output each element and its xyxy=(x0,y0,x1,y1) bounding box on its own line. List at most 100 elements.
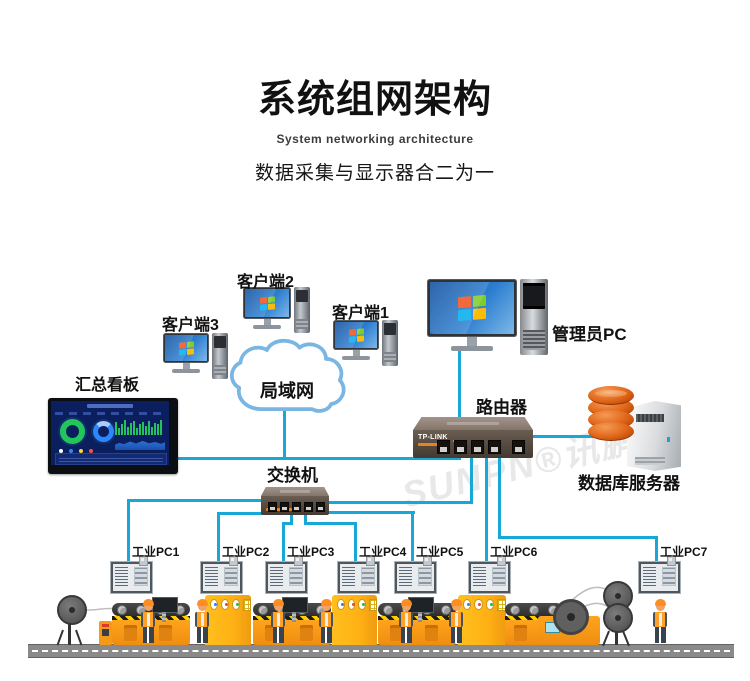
admin-pc xyxy=(427,279,548,355)
label-admin-pc: 管理员PC xyxy=(552,325,627,344)
switch-ports xyxy=(268,502,325,512)
client3-monitor-icon xyxy=(163,333,209,373)
industrial-pc3-screen xyxy=(266,562,307,593)
cable-switch-pc4-v xyxy=(354,522,357,565)
industrial-pc1-screen xyxy=(111,562,152,593)
cable-router-pc7-v2 xyxy=(655,536,658,565)
worker-figure xyxy=(398,599,414,646)
worker-figure xyxy=(270,599,286,646)
worker-figure xyxy=(652,599,668,646)
windows-logo-icon xyxy=(430,282,514,334)
client1-tower-icon xyxy=(382,320,398,366)
cable-router-pc7-h xyxy=(498,536,658,539)
client1-monitor-icon xyxy=(333,320,379,360)
cable-switch-pc2-h xyxy=(217,512,297,515)
label-switch: 交换机 xyxy=(267,466,318,485)
wire-spool-left-icon xyxy=(57,595,87,625)
cable-router-switch-v xyxy=(470,446,473,504)
gauge-green-icon xyxy=(60,419,85,444)
cable-switch-pc4-h xyxy=(304,522,357,525)
admin-tower-icon xyxy=(520,279,548,355)
label-db-server: 数据库服务器 xyxy=(578,474,680,493)
gauge-blue-icon xyxy=(93,421,114,442)
cable-switch-pc5-h xyxy=(312,511,415,514)
spool-pole xyxy=(68,610,71,645)
mini-table xyxy=(55,453,167,465)
control-panel-gauges xyxy=(458,595,507,645)
page-title: 系统组网架构 xyxy=(257,79,492,121)
windows-logo-icon xyxy=(165,335,207,361)
industrial-pc4-screen xyxy=(338,562,379,593)
label-lan: 局域网 xyxy=(260,381,314,401)
mini-bar-chart xyxy=(115,415,165,435)
cable-router-pc7-v1 xyxy=(498,446,501,539)
cable-adminpc-router xyxy=(458,351,461,418)
cable-lan-down xyxy=(283,410,286,460)
machine-wheel-icon xyxy=(553,599,589,635)
plug-icon xyxy=(423,555,432,566)
mini-area-chart xyxy=(115,440,165,450)
control-box-icon xyxy=(99,621,112,645)
cable-switch-pc2-v xyxy=(217,512,220,565)
cable-switch-pc3-h xyxy=(282,522,293,525)
database-cylinders-icon xyxy=(588,386,634,441)
legend-dots xyxy=(59,449,93,453)
label-client3: 客户端3 xyxy=(162,317,219,334)
dashboard-subheader xyxy=(55,412,165,415)
label-client1: 客户端1 xyxy=(332,305,389,322)
lan-cloud: 局域网 xyxy=(224,335,350,423)
client2-pc xyxy=(243,287,310,333)
cable-switch-pc1-h xyxy=(127,499,262,502)
client1-pc xyxy=(333,320,398,366)
plug-icon xyxy=(229,555,238,566)
wire-spool-right-bottom-icon xyxy=(603,603,633,633)
subtitle-chinese: 数据采集与显示器合二为一 xyxy=(254,163,495,184)
client2-tower-icon xyxy=(294,287,310,333)
cable-router-dbserver xyxy=(531,435,597,438)
summary-dashboard-screen xyxy=(48,398,178,474)
cable-switch-pc5-v xyxy=(411,511,414,565)
client3-pc xyxy=(163,333,228,379)
cable-dashboard-router xyxy=(172,457,461,460)
windows-logo-icon xyxy=(245,289,289,317)
plug-icon xyxy=(294,555,303,566)
server-tower-icon xyxy=(627,401,681,471)
label-industrial-pc2: 工业PC2 xyxy=(222,545,270,559)
router-device: TP-LINK xyxy=(413,417,533,458)
control-panel-gauges xyxy=(332,595,377,645)
switch-device xyxy=(261,487,329,515)
router-brand: TP-LINK xyxy=(418,434,448,446)
label-industrial-pc6: 工业PC6 xyxy=(490,545,538,559)
industrial-pc5-screen xyxy=(395,562,436,593)
control-panel-gauges xyxy=(205,595,252,645)
cable-switch-pc1-v xyxy=(127,499,130,565)
label-industrial-pc3: 工业PC3 xyxy=(287,545,335,559)
label-router: 路由器 xyxy=(476,398,527,417)
client3-tower-icon xyxy=(212,333,228,379)
industrial-pc6-screen xyxy=(469,562,510,593)
router-ports xyxy=(437,440,525,454)
subtitle-english: System networking architecture xyxy=(276,132,474,146)
dashboard-content xyxy=(51,401,169,465)
plug-icon xyxy=(497,555,506,566)
industrial-pc7-screen xyxy=(639,562,680,593)
dashboard-title-bar xyxy=(87,404,133,408)
label-industrial-pc5: 工业PC5 xyxy=(416,545,464,559)
label-industrial-pc1: 工业PC1 xyxy=(132,545,180,559)
industrial-pc2-screen xyxy=(201,562,242,593)
grid-icon xyxy=(242,599,252,611)
cable-router-pc6 xyxy=(485,446,488,565)
admin-monitor-icon xyxy=(427,279,517,351)
cable-router-switch-h xyxy=(320,501,473,504)
grid-icon xyxy=(368,599,377,611)
worker-figure xyxy=(194,599,210,646)
cloud-icon xyxy=(229,338,346,413)
label-summary-board: 汇总看板 xyxy=(75,377,140,394)
plug-icon xyxy=(366,555,375,566)
label-client2: 客户端2 xyxy=(237,274,294,291)
plug-icon xyxy=(139,555,148,566)
label-industrial-pc7: 工业PC7 xyxy=(660,545,708,559)
cable-switch-pc3-v xyxy=(282,522,285,565)
plug-icon xyxy=(667,555,676,566)
